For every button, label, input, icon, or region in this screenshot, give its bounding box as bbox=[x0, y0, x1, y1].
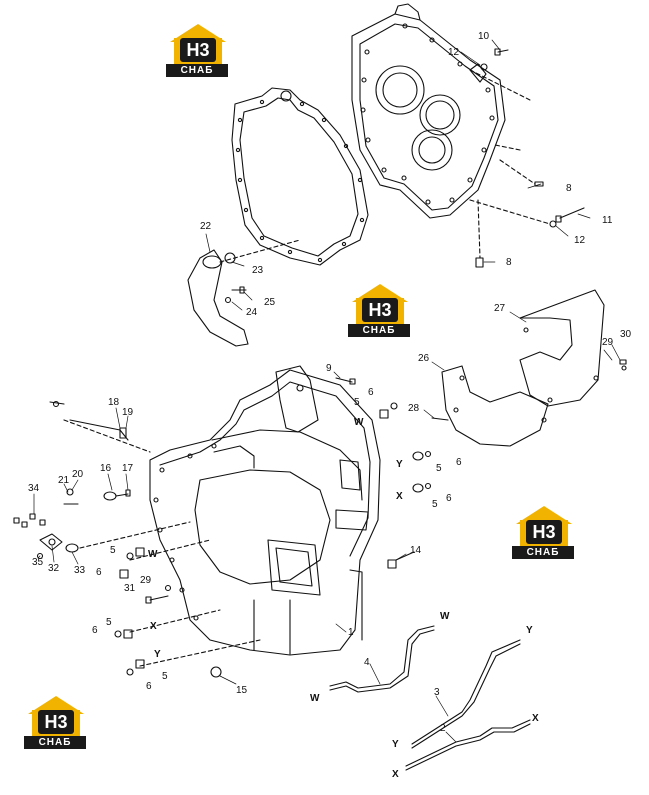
rear-cover-plate bbox=[351, 3, 506, 219]
callout-12: 12 bbox=[448, 47, 460, 58]
cover-hardware bbox=[469, 48, 585, 268]
callout-11: 11 bbox=[602, 215, 613, 226]
callout-5: 5 bbox=[162, 671, 168, 682]
callout-6: 6 bbox=[368, 387, 374, 398]
callout-5: 5 bbox=[436, 463, 442, 474]
callout-15: 15 bbox=[236, 685, 248, 696]
callout-6: 6 bbox=[96, 567, 102, 578]
connection-letter-x: X bbox=[392, 769, 399, 780]
callout-9: 9 bbox=[326, 363, 332, 374]
logo-mark: H3 bbox=[362, 298, 398, 322]
transmission-housing bbox=[149, 365, 381, 656]
callout-25: 25 bbox=[264, 297, 276, 308]
brand-logo: H3 CHAБ bbox=[24, 696, 86, 750]
logo-mark: H3 bbox=[180, 38, 216, 62]
callout-6: 6 bbox=[446, 493, 452, 504]
connection-letter-y: Y bbox=[396, 459, 403, 470]
logo-roof-shape bbox=[516, 506, 572, 524]
connection-letter-x: X bbox=[150, 621, 157, 632]
connection-letter-w: W bbox=[310, 693, 320, 704]
callout-21: 21 bbox=[58, 475, 70, 486]
callout-10: 10 bbox=[478, 31, 490, 42]
small-parts-right bbox=[335, 359, 627, 569]
callout-5: 5 bbox=[110, 545, 116, 556]
connection-letter-w: W bbox=[440, 611, 450, 622]
connection-letter-y: Y bbox=[526, 625, 533, 636]
callout-1: 1 bbox=[348, 627, 354, 638]
callout-33: 33 bbox=[74, 565, 86, 576]
logo-mark: H3 bbox=[526, 520, 562, 544]
callout-20: 20 bbox=[72, 469, 84, 480]
logo-band: CHAБ bbox=[166, 64, 228, 77]
callout-29: 29 bbox=[140, 575, 152, 586]
logo-band: CHAБ bbox=[24, 736, 86, 749]
logo-band: CHAБ bbox=[348, 324, 410, 337]
callout-27: 27 bbox=[494, 303, 506, 314]
callout-2: 2 bbox=[440, 723, 446, 734]
connection-letter-y: Y bbox=[392, 739, 399, 750]
callout-24: 24 bbox=[246, 307, 258, 318]
callout-8: 8 bbox=[506, 257, 512, 268]
callout-6: 6 bbox=[146, 681, 152, 692]
left-fittings bbox=[13, 400, 261, 678]
callout-14: 14 bbox=[410, 545, 422, 556]
callout-18: 18 bbox=[108, 397, 120, 408]
brand-logo: H3 CHAБ bbox=[348, 284, 410, 338]
logo-mark: H3 bbox=[38, 710, 74, 734]
brand-logo: H3 CHAБ bbox=[512, 506, 574, 560]
callout-22: 22 bbox=[200, 221, 212, 232]
callout-32: 32 bbox=[48, 563, 60, 574]
callout-28: 28 bbox=[408, 403, 420, 414]
connection-letter-x: X bbox=[532, 713, 539, 724]
callout-16: 16 bbox=[100, 463, 112, 474]
callout-5: 5 bbox=[354, 397, 360, 408]
callout-12: 12 bbox=[574, 235, 586, 246]
callout-6: 6 bbox=[92, 625, 98, 636]
callout-6: 6 bbox=[456, 457, 462, 468]
connection-letter-w: W bbox=[148, 549, 158, 560]
callout-5: 5 bbox=[432, 499, 438, 510]
callout-26: 26 bbox=[418, 353, 430, 364]
logo-roof-shape bbox=[28, 696, 84, 714]
guard-plate-rear bbox=[519, 289, 605, 407]
callout-5: 5 bbox=[106, 617, 112, 628]
callout-3: 3 bbox=[434, 687, 440, 698]
callout-19: 19 bbox=[122, 407, 134, 418]
callout-31: 31 bbox=[124, 583, 136, 594]
leader-lines bbox=[33, 39, 621, 743]
callout-17: 17 bbox=[122, 463, 134, 474]
logo-band: CHAБ bbox=[512, 546, 574, 559]
callout-34: 34 bbox=[28, 483, 40, 494]
logo-roof-shape bbox=[352, 284, 408, 302]
connection-letter-y: Y bbox=[154, 649, 161, 660]
guard-plate-front bbox=[441, 365, 549, 447]
callout-23: 23 bbox=[252, 265, 264, 276]
logo-roof-shape bbox=[170, 24, 226, 42]
gasket bbox=[231, 87, 369, 266]
callout-35: 35 bbox=[32, 557, 44, 568]
callout-8: 8 bbox=[566, 183, 572, 194]
connection-letter-w: W bbox=[354, 417, 364, 428]
connection-letter-x: X bbox=[396, 491, 403, 502]
callout-4: 4 bbox=[364, 657, 370, 668]
brand-logo: H3 CHAБ bbox=[166, 24, 228, 78]
hydraulic-tubes bbox=[329, 625, 531, 771]
callout-29: 29 bbox=[602, 337, 614, 348]
suction-tube bbox=[187, 239, 301, 347]
callout-30: 30 bbox=[620, 329, 632, 340]
